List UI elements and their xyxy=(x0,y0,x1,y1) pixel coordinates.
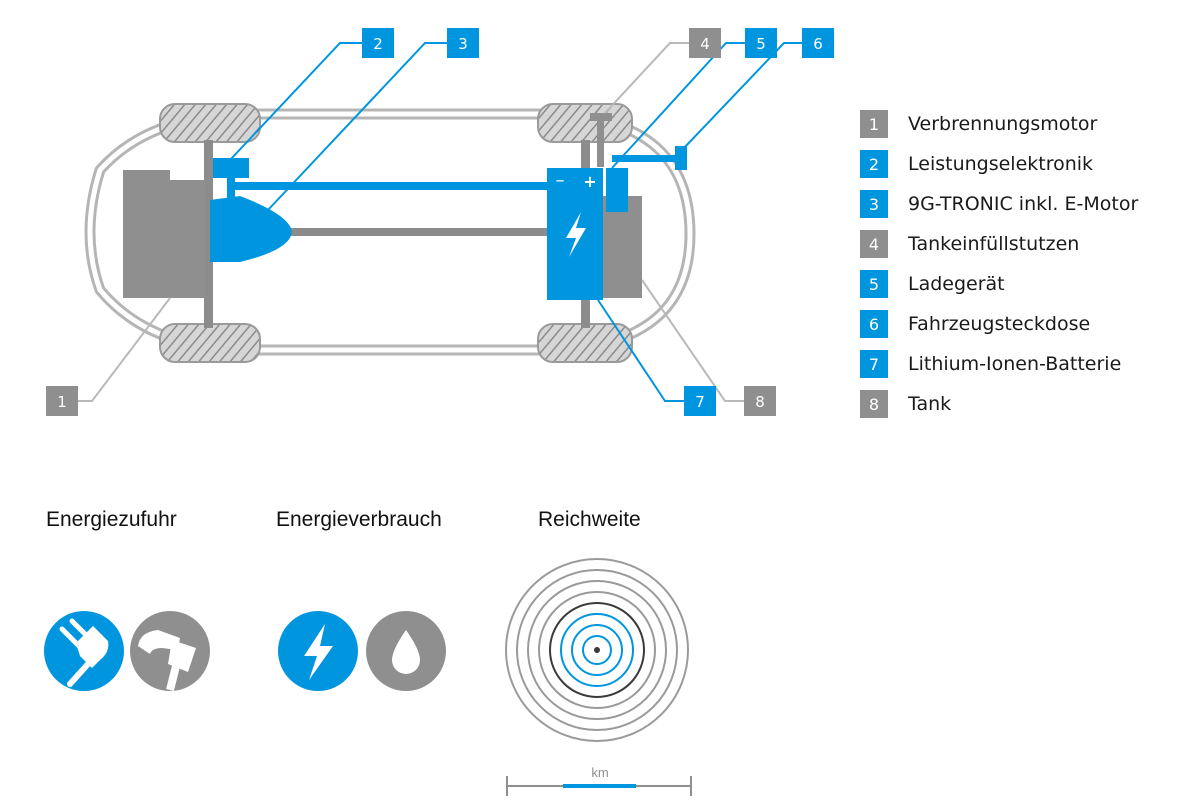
callout-leader-lines xyxy=(78,42,802,402)
power-electronics xyxy=(213,158,249,178)
legend-label: Lithium-Ionen-Batterie xyxy=(908,353,1122,375)
legend-number: 5 xyxy=(860,270,888,298)
callout-5: 5 xyxy=(745,28,777,58)
legend-item-8: 8 Tank xyxy=(860,384,1138,424)
callout-6: 6 xyxy=(802,28,834,58)
battery-minus-sign: – xyxy=(556,170,565,191)
component-legend: 1 Verbrennungsmotor 2 Leistungselektroni… xyxy=(860,104,1138,424)
callout-2: 2 xyxy=(362,28,394,58)
callout-8: 8 xyxy=(744,386,776,416)
legend-label: Tank xyxy=(908,393,952,415)
legend-number: 4 xyxy=(860,230,888,258)
svg-text:5: 5 xyxy=(756,35,766,53)
legend-item-5: 5 Ladegerät xyxy=(860,264,1138,304)
callouts: 1 2 3 4 5 6 7 8 xyxy=(46,28,834,416)
svg-text:8: 8 xyxy=(755,393,765,411)
drop-icon xyxy=(366,611,446,691)
legend-label: Verbrennungsmotor xyxy=(908,113,1098,135)
svg-text:4: 4 xyxy=(700,35,710,53)
transmission-e-motor xyxy=(210,196,292,262)
range-scale-bar xyxy=(506,776,692,796)
legend-label: Leistungselektronik xyxy=(908,153,1094,175)
wheels xyxy=(159,103,633,363)
fuel-filler-neck xyxy=(590,113,612,167)
fuel-tank xyxy=(600,196,642,298)
wheel-front-top xyxy=(159,103,261,143)
legend-item-3: 3 9G-TRONIC inkl. E-Motor xyxy=(860,184,1138,224)
hv-cable xyxy=(232,182,550,190)
charger xyxy=(606,168,628,212)
fuel-nozzle-icon xyxy=(130,611,210,691)
legend-number: 7 xyxy=(860,350,888,378)
plug-icon xyxy=(44,611,124,691)
legend-label: 9G-TRONIC inkl. E-Motor xyxy=(908,193,1139,215)
energy-consumption-title: Energieverbrauch xyxy=(276,508,442,531)
legend-label: Ladegerät xyxy=(908,273,1005,295)
legend-label: Tankeinfüllstutzen xyxy=(908,233,1080,255)
wheel-rear-top xyxy=(537,103,633,143)
combustion-engine xyxy=(123,170,205,298)
legend-number: 3 xyxy=(860,190,888,218)
svg-text:2: 2 xyxy=(373,35,383,53)
range-scale-unit: km xyxy=(591,765,608,780)
wheel-front-bottom xyxy=(159,323,261,363)
callout-7: 7 xyxy=(684,386,716,416)
legend-number: 1 xyxy=(860,110,888,138)
svg-text:7: 7 xyxy=(695,393,705,411)
vehicle-socket xyxy=(675,146,687,170)
callout-4: 4 xyxy=(689,28,721,58)
callout-3: 3 xyxy=(447,28,479,58)
legend-item-6: 6 Fahrzeugsteckdose xyxy=(860,304,1138,344)
svg-text:6: 6 xyxy=(813,35,823,53)
svg-text:3: 3 xyxy=(458,35,468,53)
range-title: Reichweite xyxy=(538,508,641,531)
legend-item-2: 2 Leistungselektronik xyxy=(860,144,1138,184)
legend-number: 8 xyxy=(860,390,888,418)
svg-text:1: 1 xyxy=(57,393,67,411)
legend-number: 2 xyxy=(860,150,888,178)
legend-label: Fahrzeugsteckdose xyxy=(908,313,1091,335)
legend-item-4: 4 Tankeinfüllstutzen xyxy=(860,224,1138,264)
battery-plus-sign: + xyxy=(583,172,596,191)
legend-item-7: 7 Lithium-Ionen-Batterie xyxy=(860,344,1138,384)
range-rings-icon xyxy=(505,558,689,742)
legend-number: 6 xyxy=(860,310,888,338)
lightning-icon xyxy=(278,611,358,691)
energy-supply-title: Energiezufuhr xyxy=(46,508,177,531)
legend-item-1: 1 Verbrennungsmotor xyxy=(860,104,1138,144)
battery-lightning-icon xyxy=(566,212,586,257)
callout-1: 1 xyxy=(46,386,78,416)
